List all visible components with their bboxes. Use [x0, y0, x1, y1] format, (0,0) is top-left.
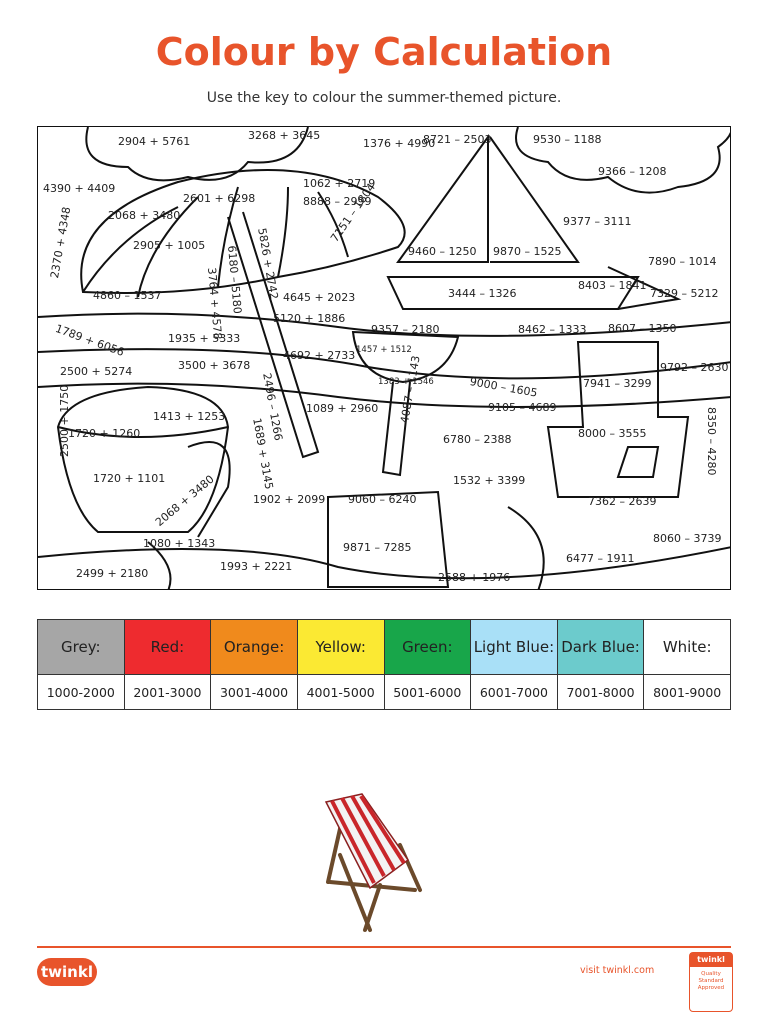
calculation-label: 2068 + 3480: [108, 209, 181, 222]
key-colour-orange: Orange:: [210, 619, 298, 675]
calculation-label: 1935 + 5333: [168, 332, 241, 345]
calculation-label: 9377 – 3111: [563, 215, 632, 228]
calculation-label: 2500 + 5274: [60, 365, 133, 378]
key-range: 2001-3000: [123, 674, 212, 710]
page-title: Colour by Calculation: [155, 30, 613, 74]
calculation-label: 9792 – 2630: [660, 361, 729, 374]
calculation-label: 6477 – 1911: [566, 552, 635, 565]
footer-divider: [37, 946, 731, 948]
calculation-label: 1383 + 1546: [378, 377, 434, 387]
deckchair-illustration: [324, 793, 422, 932]
calculation-label: 1089 + 2960: [306, 402, 379, 415]
key-colour-light-blue: Light Blue:: [470, 619, 558, 675]
calculation-label: 6780 – 2388: [443, 433, 512, 446]
calculation-label: 1080 + 1343: [143, 537, 216, 550]
calculation-label: 4390 + 4409: [43, 182, 116, 195]
calculation-label: 7941 – 3299: [583, 377, 652, 390]
key-colour-yellow: Yellow:: [296, 619, 385, 675]
calculation-label: 8607 – 1350: [608, 322, 677, 335]
colour-key: Grey: Red: Orange: Yellow: Green: Light …: [37, 619, 731, 710]
calculation-label: 1720 + 1260: [68, 427, 141, 440]
page-subtitle: Use the key to colour the summer-themed …: [206, 90, 562, 106]
visit-link[interactable]: visit twinkl.com: [580, 965, 655, 976]
calculation-label: 1457 + 1512: [356, 345, 412, 355]
key-range: 6001-7000: [470, 674, 558, 710]
calculation-label: 4860 – 1537: [93, 289, 162, 302]
twinkl-logo[interactable]: twinkl: [37, 958, 97, 986]
key-range: 5001-6000: [383, 674, 472, 710]
calculation-label: 1062 + 2719: [303, 177, 376, 190]
calculation-label: 9870 – 1525: [493, 245, 562, 258]
calculation-label: 5120 + 1886: [273, 312, 346, 325]
calculation-label: 8888 – 2999: [303, 195, 372, 208]
calculation-label: 1720 + 1101: [93, 472, 166, 485]
badge-logo: twinkl: [690, 953, 732, 967]
calculation-label: 2601 + 6298: [183, 192, 256, 205]
badge-text: Quality Standard Approved: [697, 971, 725, 991]
calculation-label: 9530 – 1188: [533, 133, 602, 146]
key-colour-grey: Grey:: [37, 619, 125, 675]
calculation-label: 8721 – 2503: [423, 133, 492, 146]
calculation-label: 2500 + 1750: [58, 384, 71, 457]
calculation-label: 7362 – 2639: [588, 495, 657, 508]
calculation-label: 2904 + 5761: [118, 135, 191, 148]
calculation-label: 3268 + 3645: [248, 129, 321, 142]
calculation-label: 7890 – 1014: [648, 255, 717, 268]
quality-badge: twinkl Quality Standard Approved: [689, 952, 733, 1012]
calculation-label: 9366 – 1208: [598, 165, 667, 178]
calculation-label: 8350 – 4280: [705, 407, 718, 476]
calculation-label: 2588 + 1976: [438, 571, 511, 584]
calculation-label: 9460 – 1250: [408, 245, 477, 258]
calculation-label: 9060 – 6240: [348, 493, 417, 506]
calculation-label: 2905 + 1005: [133, 239, 206, 252]
calculation-label: 8462 – 1333: [518, 323, 587, 336]
key-range: 7001-8000: [556, 674, 645, 710]
calculation-label: 7329 – 5212: [650, 287, 719, 300]
calculation-label: 1376 + 4990: [363, 137, 436, 150]
calculation-label: 1993 + 2221: [220, 560, 293, 573]
key-colour-red: Red:: [123, 619, 212, 675]
calculation-label: 2499 + 2180: [76, 567, 149, 580]
key-range: 3001-4000: [210, 674, 298, 710]
calculation-label: 3500 + 3678: [178, 359, 251, 372]
calculation-label: 8060 – 3739: [653, 532, 722, 545]
key-range: 1000-2000: [37, 674, 125, 710]
calculation-label: 4692 + 2733: [283, 349, 356, 362]
calculation-label: 9357 – 2180: [371, 323, 440, 336]
picture-outlines: [38, 127, 730, 589]
key-colour-white: White:: [643, 619, 731, 675]
calculation-label: 4645 + 2023: [283, 291, 356, 304]
key-range: 4001-5000: [296, 674, 385, 710]
calculation-label: 3444 – 1326: [448, 287, 517, 300]
calculation-label: 1902 + 2099: [253, 493, 326, 506]
calculation-label: 9871 – 7285: [343, 541, 412, 554]
key-range: 8001-9000: [643, 674, 731, 710]
calculation-label: 8000 – 3555: [578, 427, 647, 440]
key-colour-green: Green:: [383, 619, 472, 675]
calculation-label: 1532 + 3399: [453, 474, 526, 487]
calculation-label: 8403 – 1841: [578, 279, 647, 292]
key-colour-dark-blue: Dark Blue:: [556, 619, 645, 675]
calculation-label: 1413 + 1253: [153, 410, 226, 423]
calculation-label: 9105 – 4689: [488, 401, 557, 414]
